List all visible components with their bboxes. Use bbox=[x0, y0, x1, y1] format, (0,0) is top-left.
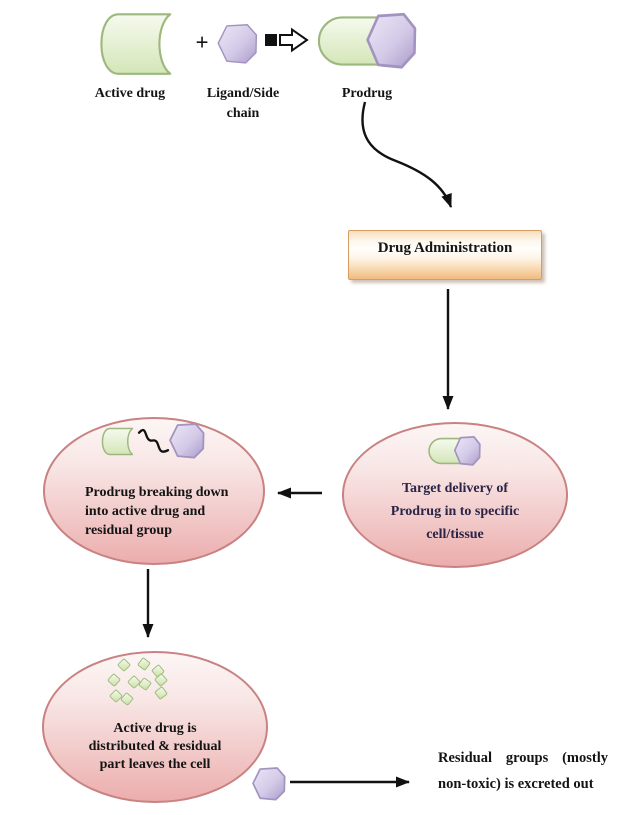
breakdown-line2: into active drug and bbox=[85, 504, 206, 519]
curved-arrow-prodrug-to-admin bbox=[361, 101, 453, 208]
active-drug-particle-icon bbox=[138, 677, 152, 691]
distribution-line1: Active drug is bbox=[113, 721, 197, 736]
distribution-line2: distributed & residual bbox=[88, 739, 222, 754]
broken-ligand-hexagon-icon bbox=[169, 423, 205, 459]
target-line2: Prodrug in to specific bbox=[390, 504, 520, 519]
ligand-label-line2: chain bbox=[226, 106, 260, 121]
active-drug-particle-icon bbox=[153, 685, 169, 701]
breakdown-line1: Prodrug breaking down bbox=[85, 485, 229, 500]
ligand-hexagon-icon bbox=[217, 24, 258, 64]
target-line1: Target delivery of bbox=[401, 481, 508, 496]
mini-prodrug-capsule-icon bbox=[428, 435, 481, 466]
prodrug-capsule-icon bbox=[317, 12, 417, 69]
target-line3: cell/tissue bbox=[426, 527, 484, 542]
breakdown-line3: residual group bbox=[85, 523, 173, 538]
excretion-note-line1: Residual groups (mostly bbox=[438, 745, 608, 771]
distribution-ellipse: Active drug is distributed & residual pa… bbox=[42, 651, 268, 803]
plus-sign: + bbox=[195, 30, 209, 55]
excretion-word3: (mostly bbox=[562, 750, 608, 766]
target-delivery-text: Target delivery of Prodrug in to specifi… bbox=[344, 477, 566, 546]
excretion-note-line2: non-toxic) is excreted out bbox=[438, 776, 594, 792]
prodrug-breakdown-ellipse: Prodrug breaking down into active drug a… bbox=[43, 417, 265, 565]
excretion-word1: Residual bbox=[438, 750, 492, 766]
distribution-line3: part leaves the cell bbox=[99, 757, 211, 772]
active-drug-particle-icon bbox=[106, 672, 122, 688]
excretion-note: Residual groups (mostly non-toxic) is ex… bbox=[438, 745, 608, 797]
drug-administration-box: Drug Administration bbox=[348, 230, 542, 280]
bond-squiggle-icon bbox=[137, 429, 170, 453]
ligand-label-line1: Ligand/Side bbox=[206, 86, 280, 101]
active-drug-particle-icon bbox=[136, 656, 152, 672]
active-drug-cylinder-icon bbox=[100, 13, 172, 75]
drug-administration-label: Drug Administration bbox=[377, 240, 513, 256]
prodrug-label: Prodrug bbox=[341, 86, 393, 101]
broken-active-drug-cylinder-icon bbox=[101, 427, 134, 456]
distribution-text: Active drug is distributed & residual pa… bbox=[44, 720, 266, 774]
active-drug-label: Active drug bbox=[94, 86, 166, 101]
ligand-label: Ligand/Side chain bbox=[193, 84, 293, 124]
combine-block-arrow-icon bbox=[265, 27, 309, 53]
active-drug-particle-icon bbox=[116, 657, 132, 673]
breakdown-text: Prodrug breaking down into active drug a… bbox=[85, 483, 255, 540]
residual-hexagon-icon bbox=[252, 767, 286, 801]
target-delivery-ellipse: Target delivery of Prodrug in to specifi… bbox=[342, 422, 568, 568]
excretion-word2: groups bbox=[505, 750, 549, 766]
